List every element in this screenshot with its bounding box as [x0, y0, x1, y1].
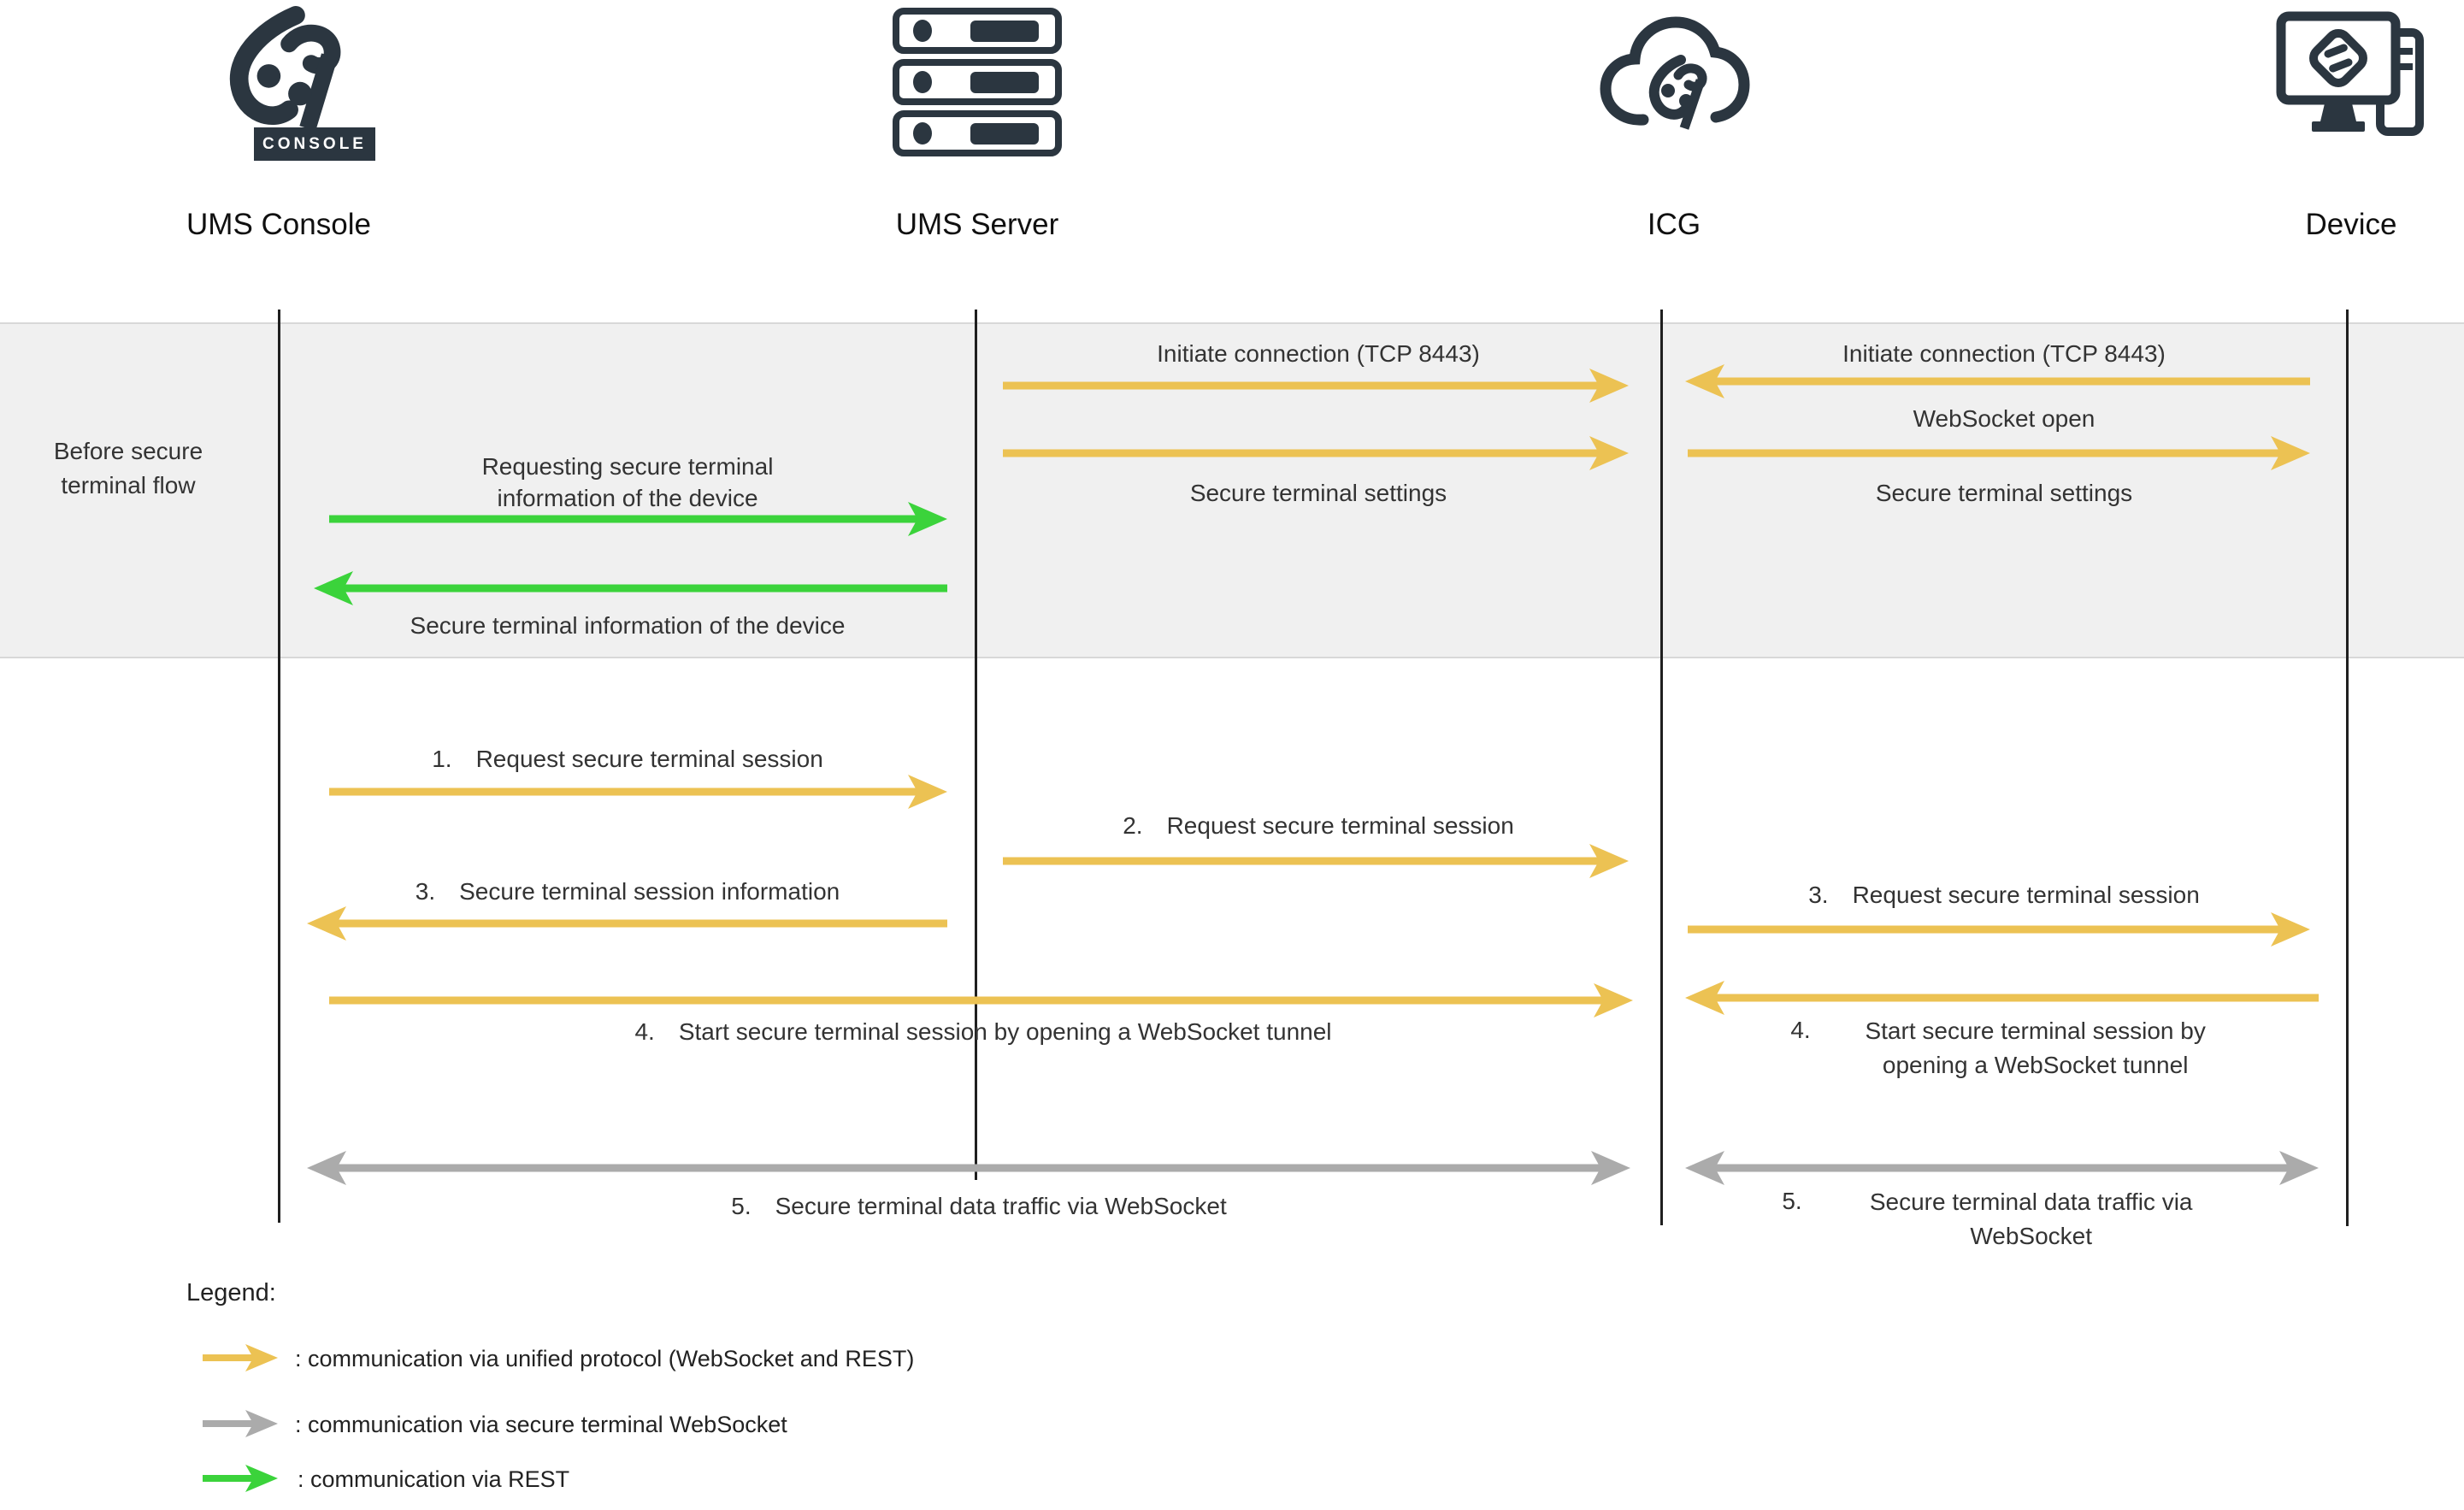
arrow-initiate-connection-device-to-icg: [1685, 364, 2310, 398]
arrow-step5-console-icg-bidirectional: [307, 1151, 1630, 1185]
lifeline-ums-server: [975, 310, 977, 1180]
message-label-secure-terminal-settings-left: Secure terminal settings: [1189, 480, 1447, 506]
arrow-step3-icg-to-device: [1688, 912, 2310, 947]
arrow-step1-console-to-server: [329, 775, 947, 809]
step5-right-text: Secure terminal data traffic via WebSock…: [1869, 1189, 2193, 1249]
phase-label: Before secure terminal flow: [53, 438, 203, 498]
arrow-step2-server-to-icg: [1003, 844, 1629, 878]
message-label-step3-left: 3. Secure terminal session information: [328, 876, 927, 907]
step2-number: 2.: [1123, 812, 1143, 839]
actor-label-ums-server: UMS Server: [895, 208, 1059, 241]
ums-server-icon: [892, 7, 1063, 157]
message-label-step5-right: 5. Secure terminal data traffic via WebS…: [1731, 1185, 2287, 1253]
console-badge-text: CONSOLE: [262, 135, 367, 153]
step4-left-number: 4.: [634, 1018, 655, 1045]
message-label-initiate-connection-device-icg: Initiate connection (TCP 8443): [1842, 340, 2166, 367]
arrow-info-server-to-console: [314, 571, 947, 605]
step4-left-text: Start secure terminal session by opening…: [678, 1018, 1332, 1045]
device-icon: [2276, 10, 2428, 154]
step5-left-text: Secure terminal data traffic via WebSock…: [775, 1193, 1227, 1219]
step4-right-number: 4.: [1790, 1017, 1811, 1043]
arrow-request-info-console-to-server: [329, 502, 947, 536]
message-label-secure-terminal-info-of-device: Secure terminal information of the devic…: [410, 612, 846, 639]
lifeline-icg: [1660, 310, 1663, 1225]
step5-right-number: 5.: [1782, 1188, 1802, 1214]
legend-green-arrow-icon: [203, 1465, 278, 1492]
arrow-step4-device-to-icg: [1685, 981, 2319, 1015]
actor-label-icg: ICG: [1647, 208, 1701, 241]
message-label-initiate-connection-server-icg: Initiate connection (TCP 8443): [1157, 340, 1480, 367]
lifeline-ums-console: [278, 310, 280, 1223]
legend-label-unified-protocol: : communication via unified protocol (We…: [295, 1346, 915, 1371]
actor-label-device: Device: [2305, 208, 2397, 241]
arrow-step5-icg-device-bidirectional: [1685, 1151, 2319, 1185]
step1-number: 1.: [432, 746, 452, 772]
arrow-step4-console-to-icg: [329, 983, 1633, 1017]
step3-left-number: 3.: [415, 878, 436, 905]
message-label-secure-terminal-settings-right: Secure terminal settings: [1875, 480, 2133, 506]
console-badge: CONSOLE: [254, 127, 375, 161]
arrow-secure-settings-icg-to-device: [1688, 436, 2310, 470]
message-label-step5-left: 5. Secure terminal data traffic via WebS…: [594, 1190, 1364, 1222]
message-label-websocket-open: WebSocket open: [1913, 405, 2096, 432]
arrow-step3-server-to-console: [307, 906, 947, 941]
actor-label-ums-console: UMS Console: [186, 208, 371, 241]
step3-left-text: Secure terminal session information: [459, 878, 840, 905]
message-label-step2: 2. Request secure terminal session: [1019, 810, 1618, 841]
legend-yellow-arrow-icon: [203, 1344, 278, 1371]
icg-cloud-icon: [1595, 5, 1754, 161]
legend-label-rest: : communication via REST: [298, 1466, 570, 1492]
message-label-step4-left: 4. Start secure terminal session by open…: [556, 1016, 1411, 1047]
step1-text: Request secure terminal session: [475, 746, 823, 772]
step3-right-text: Request secure terminal session: [1852, 882, 2200, 908]
legend-label-secure-terminal-websocket: : communication via secure terminal WebS…: [295, 1412, 787, 1437]
arrow-initiate-connection-server-to-icg: [1003, 369, 1629, 403]
lifeline-device: [2346, 310, 2349, 1226]
step3-right-number: 3.: [1808, 882, 1829, 908]
ums-console-logo-icon: [214, 5, 376, 132]
legend-title: Legend:: [186, 1279, 276, 1307]
message-label-step4-right: 4. Start secure terminal session by open…: [1736, 1014, 2291, 1082]
step2-text: Request secure terminal session: [1166, 812, 1514, 839]
step5-left-number: 5.: [731, 1193, 752, 1219]
legend-gray-arrow-icon: [203, 1410, 278, 1437]
message-label-step3-right: 3. Request secure terminal session: [1705, 879, 2303, 911]
message-label-requesting-secure-terminal-info: Requesting secure terminal information o…: [481, 453, 774, 511]
step4-right-text: Start secure terminal session by opening…: [1865, 1017, 2206, 1078]
arrow-secure-settings-server-to-icg: [1003, 436, 1629, 470]
message-label-step1: 1. Request secure terminal session: [328, 743, 927, 775]
